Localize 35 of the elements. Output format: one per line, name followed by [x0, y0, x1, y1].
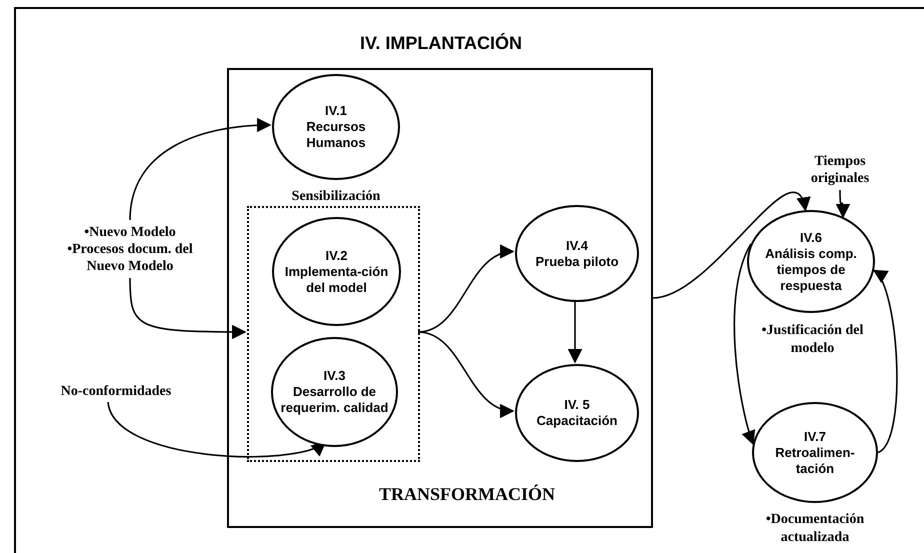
process-number: IV.3 [324, 368, 346, 384]
frame-heading: TRANSFORMACIÓN [379, 483, 556, 506]
arrow [734, 244, 756, 446]
transformation-frame [227, 68, 653, 528]
arrow [129, 118, 272, 220]
diagram-title: IV. IMPLANTACIÓN [360, 32, 522, 55]
process-name: Implementa-ción del model [284, 264, 390, 296]
process-number: IV.1 [325, 103, 347, 119]
dotted-group-box [247, 206, 420, 462]
arrow [418, 246, 514, 333]
arrow [873, 269, 898, 454]
process-name: Análisis comp. tiempos de respuesta [764, 246, 858, 294]
process-name: Prueba piloto [535, 254, 619, 270]
arrow [568, 300, 582, 364]
process-name: Desarrollo de requerim. calidad [280, 384, 390, 416]
arrow [652, 192, 809, 299]
node-caption: •Documentación actualizada [764, 511, 866, 547]
arrow [107, 402, 326, 458]
process-number: IV.2 [326, 248, 348, 264]
process-name: Recursos Humanos [305, 119, 367, 151]
arrow [129, 278, 246, 340]
node-caption: Sensibilización [290, 188, 382, 206]
process-number: IV.7 [804, 428, 826, 444]
input-text: Tiempos originales [810, 153, 870, 187]
arrow [418, 331, 514, 416]
process-name: Capacitación [536, 413, 618, 429]
input-text: •Nuevo Modelo [84, 224, 176, 240]
process-name: Retroalimen-tación [774, 444, 856, 476]
note-text: •Justificación del modelo [760, 322, 864, 358]
input-text: No-conformidades [60, 382, 172, 400]
arrow [836, 190, 850, 218]
process-number: IV.6 [800, 230, 822, 246]
process-number: IV.4 [566, 238, 588, 254]
process-number: IV. 5 [564, 397, 590, 413]
input-text: •Procesos docum. del Nuevo Modelo [66, 240, 194, 274]
